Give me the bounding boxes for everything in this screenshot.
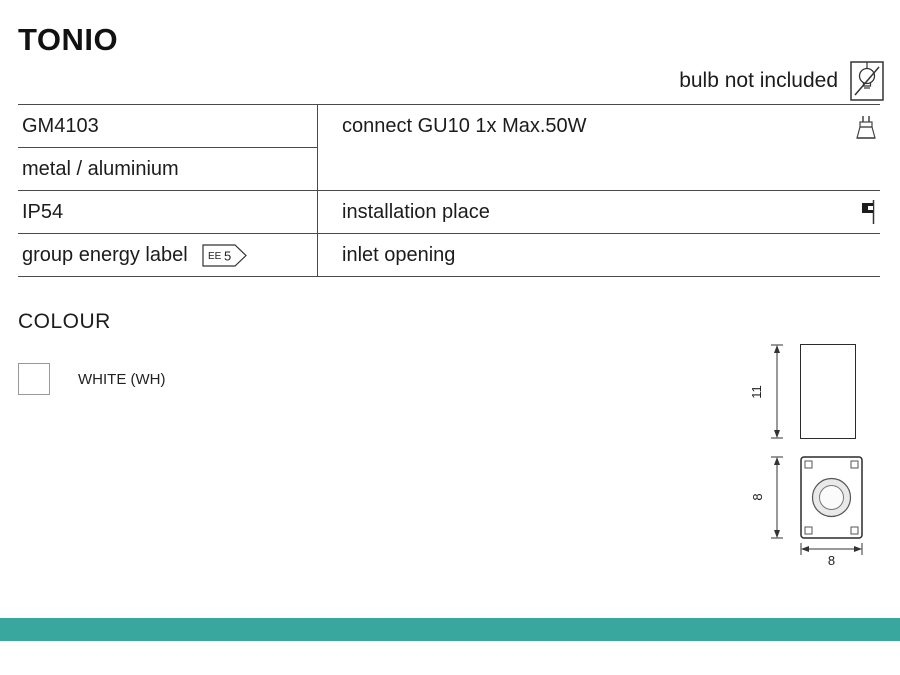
depth-dimension-label: 8 — [749, 493, 765, 501]
width-dimension-line — [800, 542, 863, 556]
spec-inlet: inlet opening — [318, 234, 880, 277]
colour-swatch — [18, 363, 50, 395]
spec-code: GM4103 — [18, 105, 318, 148]
colour-heading: COLOUR — [18, 310, 111, 333]
spec-installation: installation place — [318, 191, 880, 234]
energy-badge-prefix: EE — [208, 251, 222, 262]
height-dimension-line — [769, 344, 785, 439]
installation-place-icon — [860, 199, 878, 225]
depth-dimension-line — [769, 456, 785, 539]
front-view-drawing — [800, 344, 856, 439]
spec-material: metal / aluminium — [18, 148, 318, 191]
bulb-note-text: bulb not included — [679, 69, 838, 92]
product-title: TONIO — [18, 22, 119, 57]
spec-empty — [318, 148, 880, 191]
energy-class-badge: EE 5 — [202, 243, 248, 267]
spec-energy-label-text: group energy label — [22, 243, 188, 266]
bulb-note: bulb not included — [679, 60, 884, 102]
footer-bar — [0, 618, 900, 641]
spec-installation-text: installation place — [342, 200, 490, 223]
spec-connect: connect GU10 1x Max.50W — [318, 105, 880, 148]
colour-swatch-label: WHITE (WH) — [78, 370, 166, 388]
plan-view-drawing — [800, 456, 863, 539]
spec-connect-text: connect GU10 1x Max.50W — [342, 115, 587, 137]
bulb-not-included-icon — [850, 61, 884, 101]
spec-energy-label: group energy label EE 5 — [18, 234, 318, 277]
width-dimension-label: 8 — [827, 553, 836, 568]
height-dimension-label: 11 — [748, 385, 764, 399]
gu10-socket-icon — [854, 114, 878, 140]
spec-table: GM4103 connect GU10 1x Max.50W metal / a… — [18, 104, 880, 277]
energy-badge-value: 5 — [224, 248, 231, 263]
colour-option: WHITE (WH) — [18, 363, 165, 395]
spec-ip-rating: IP54 — [18, 191, 318, 234]
